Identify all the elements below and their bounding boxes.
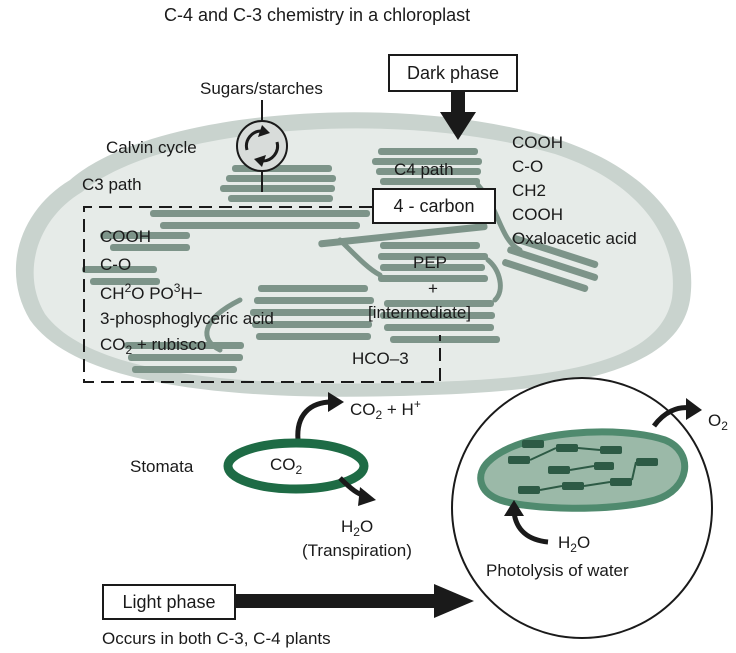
oxaloacetic-line-2: C-O bbox=[512, 157, 544, 176]
h2o-o: O bbox=[359, 517, 374, 536]
occurs-label: Occurs in both C-3, C-4 plants bbox=[102, 629, 331, 648]
photolysis-h: H bbox=[558, 533, 571, 552]
photolysis-o: O bbox=[576, 533, 591, 552]
h2o-h: H bbox=[341, 517, 354, 536]
inset-grana bbox=[508, 440, 658, 494]
dark-phase-arrow bbox=[440, 92, 476, 140]
co2-h-arrow bbox=[295, 392, 344, 441]
calvin-cycle-label: Calvin cycle bbox=[106, 138, 197, 157]
oxaloacetic-line-1: COOH bbox=[512, 133, 563, 152]
stomata-label: Stomata bbox=[130, 457, 194, 476]
transpiration-label: (Transpiration) bbox=[302, 541, 412, 560]
dark-phase-box: Dark phase bbox=[388, 54, 518, 92]
phosphoglyceric-label: 3-phosphoglyceric acid bbox=[100, 309, 274, 328]
transpiration-arrow bbox=[338, 476, 376, 506]
o2-subscript: 2 bbox=[721, 419, 728, 433]
sugars-label: Sugars/starches bbox=[200, 79, 323, 98]
intermediate-label: [intermediate] bbox=[368, 303, 471, 322]
co2-rubisco-rest: + rubisco bbox=[132, 335, 207, 354]
c3-co-label: C-O bbox=[100, 255, 132, 274]
photolysis-subscript: 2 bbox=[570, 541, 577, 555]
light-phase-box: Light phase bbox=[102, 584, 236, 620]
diagram-title: C-4 and C-3 chemistry in a chloroplast bbox=[164, 5, 471, 25]
c3-cooh-label: COOH bbox=[100, 227, 151, 246]
ch2o-main: CH bbox=[100, 284, 125, 303]
co2h-superscript: + bbox=[413, 397, 421, 411]
c4-path-label: C4 path bbox=[394, 160, 454, 179]
oxaloacetic-line-4: COOH bbox=[512, 205, 563, 224]
stomata-ring bbox=[223, 438, 369, 494]
ch2o-superscript: 2 bbox=[124, 281, 132, 295]
calvin-cycle-icon bbox=[236, 100, 288, 192]
stomata-co2-label: CO2 bbox=[270, 456, 302, 476]
co2-rubisco-subscript: 2 bbox=[125, 343, 133, 357]
photolysis-h2o-label: H2O bbox=[558, 534, 590, 554]
co2-rubisco-label: CO2 + rubisco bbox=[100, 336, 206, 356]
thylakoid-grana bbox=[82, 148, 599, 373]
po3-superscript: 3 bbox=[173, 281, 181, 295]
co2h-subscript: 2 bbox=[375, 408, 383, 422]
four-carbon-box: 4 - carbon bbox=[372, 188, 496, 224]
stomata-co2-subscript: 2 bbox=[295, 463, 303, 477]
ch2o-rest: O PO bbox=[131, 284, 174, 303]
o2-arrow bbox=[651, 398, 702, 428]
h2o-subscript: 2 bbox=[353, 525, 360, 539]
photolysis-label: Photolysis of water bbox=[486, 561, 629, 580]
co2h-plus-h: + H bbox=[382, 400, 414, 419]
oxaloacetic-line-5: Oxaloacetic acid bbox=[512, 229, 637, 248]
o2-o: O bbox=[708, 411, 722, 430]
h-minus: H− bbox=[180, 284, 203, 303]
inset-lamellae bbox=[529, 447, 637, 491]
photolysis-arrow bbox=[504, 500, 549, 545]
oxaloacetic-line-3: CH2 bbox=[512, 181, 547, 200]
hco3-label: HCO–3 bbox=[352, 349, 409, 368]
plus-label: + bbox=[428, 279, 438, 298]
c3-path-label: C3 path bbox=[82, 175, 142, 194]
c3-dashed-region bbox=[83, 206, 441, 383]
co2-h-label: CO2 + H+ bbox=[350, 398, 421, 421]
h2o-label: H2O bbox=[341, 518, 373, 538]
pep-label: PEP bbox=[413, 253, 448, 272]
stomata-co: CO bbox=[270, 455, 296, 474]
o2-label: O2 bbox=[708, 412, 728, 432]
co2-rubisco-co: CO bbox=[100, 335, 126, 354]
co2h-co: CO bbox=[350, 400, 376, 419]
ch2o-po3h-label: CH2O PO3H− bbox=[100, 282, 203, 302]
oxaloacetic-list: COOH C-O CH2 COOH Oxaloacetic acid bbox=[512, 134, 637, 247]
light-phase-arrow bbox=[236, 584, 474, 618]
